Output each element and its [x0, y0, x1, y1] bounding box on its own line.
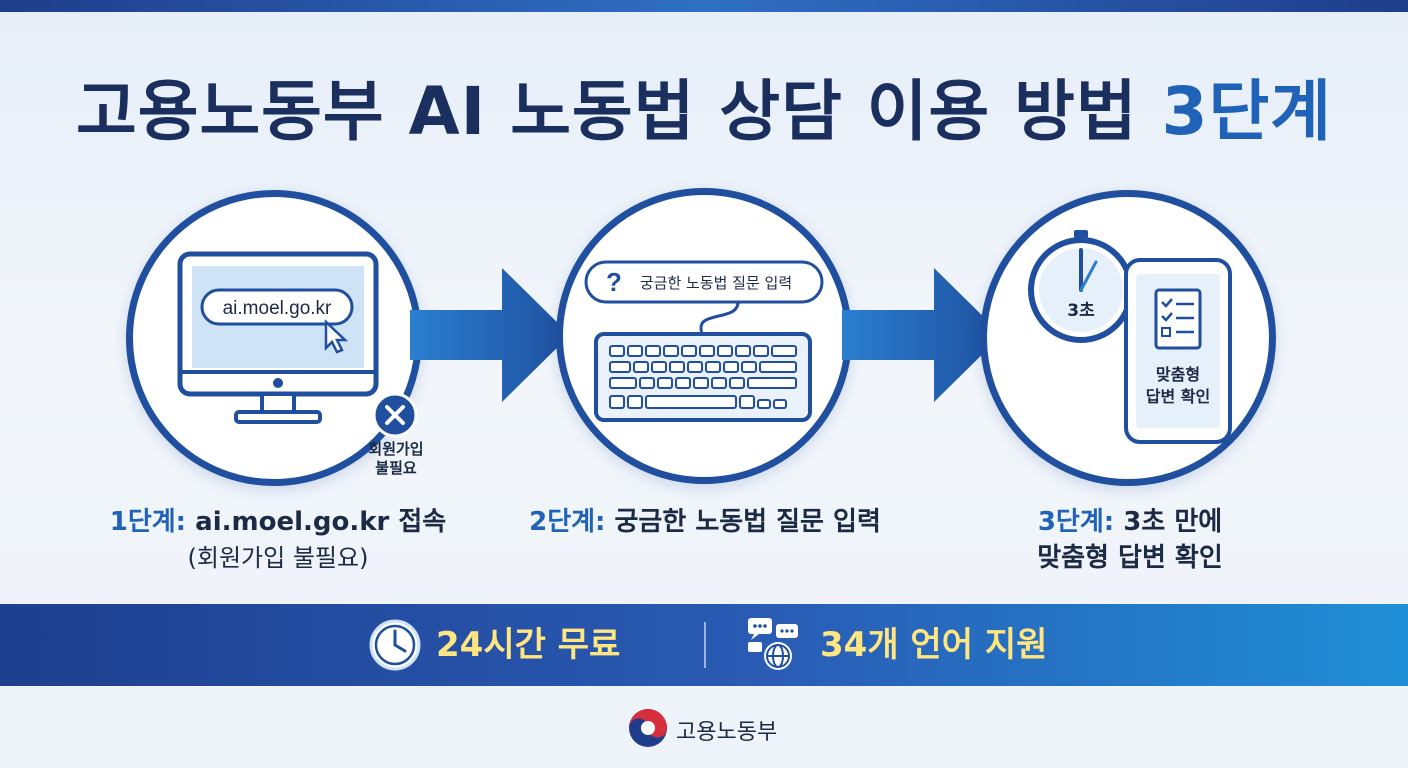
- page-title-accent: 3단계: [1161, 73, 1332, 150]
- government-emblem-icon: [629, 709, 667, 747]
- no-signup-line2: 불필요: [375, 459, 417, 477]
- step3-caption-line2: 맞춤형 답변 확인: [1037, 543, 1223, 573]
- step1-caption: 1단계: ai.moel.go.kr 접속 (회원가입 불필요): [108, 504, 448, 576]
- step1-url-text: ai.moel.go.kr: [223, 298, 332, 319]
- monitor-icon: ai.moel.go.kr: [177, 251, 379, 424]
- step3-caption: 3단계: 3초 만에 맞춤형 답변 확인: [980, 504, 1280, 576]
- step3-caption-line1: 3초 만에: [1123, 507, 1223, 537]
- free-24h-text: 24시간 무료: [436, 625, 621, 665]
- clock-seconds-text: 3초: [1067, 301, 1095, 321]
- top-bar: [0, 0, 1408, 12]
- close-icon: [372, 392, 418, 438]
- arrow-right-icon: [842, 268, 1002, 402]
- clock-icon: 3초: [1028, 230, 1134, 343]
- checklist-icon: [1154, 288, 1202, 350]
- step3-caption-label: 3단계:: [1037, 507, 1115, 537]
- page-title-main: 고용노동부 AI 노동법 상담 이용 방법: [76, 73, 1138, 150]
- clock-icon: [369, 619, 421, 671]
- arrow-right-icon: [410, 268, 570, 402]
- no-signup-line1: 회원가입: [368, 440, 424, 458]
- keyboard-icon: ? 궁금한 노동법 질문 입력: [584, 260, 824, 422]
- phone-text-line1: 맞춤형: [1156, 365, 1200, 384]
- phone-text-line2: 답변 확인: [1146, 387, 1210, 406]
- question-mark-icon: ?: [606, 267, 622, 297]
- step1-caption-text: ai.moel.go.kr 접속: [195, 507, 447, 537]
- phone-icon: 맞춤형 답변 확인: [1124, 258, 1232, 444]
- page-title: 고용노동부 AI 노동법 상담 이용 방법 3단계: [0, 58, 1408, 154]
- step1-caption-sub: (회원가입 불필요): [187, 544, 369, 572]
- footer-org-name: 고용노동부: [676, 720, 778, 745]
- languages-34-text: 34개 언어 지원: [820, 625, 1048, 665]
- no-signup-badge: 회원가입 불필요: [346, 440, 446, 478]
- cursor-icon: [324, 319, 349, 354]
- step2-caption-label: 2단계:: [529, 507, 606, 537]
- step1-caption-label: 1단계:: [109, 507, 187, 537]
- step2-bubble-text: 궁금한 노동법 질문 입력: [640, 274, 792, 292]
- step2-caption-text: 궁금한 노동법 질문 입력: [614, 507, 881, 537]
- step2-caption: 2단계: 궁금한 노동법 질문 입력: [520, 504, 890, 540]
- band-divider: [704, 622, 706, 668]
- chat-globe-icon: [748, 618, 798, 670]
